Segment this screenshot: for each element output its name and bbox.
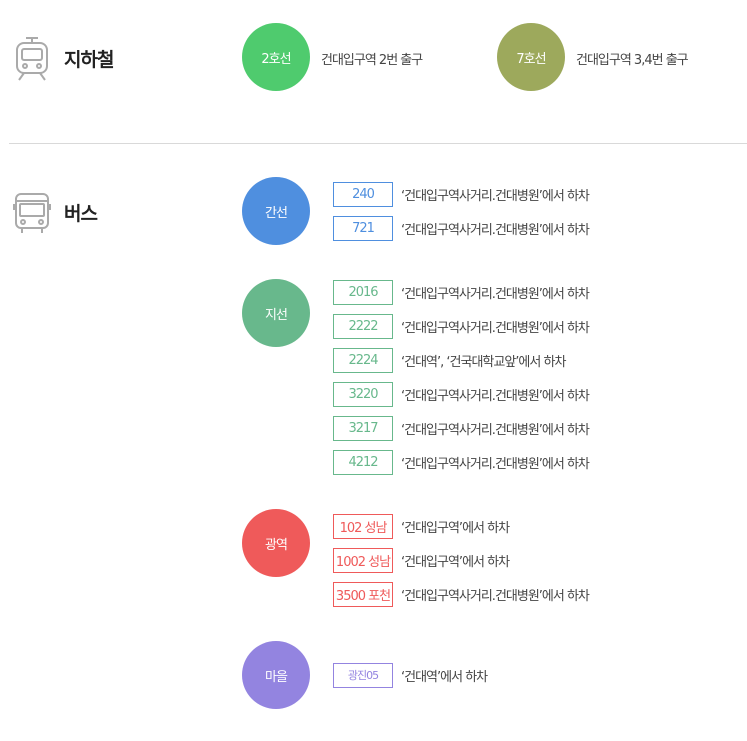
bus-route-row: 1002 성남 ‘건대입구역’에서 하차: [333, 547, 510, 573]
bus-route-stop: ‘건대입구역사거리.건대병원’에서 하차: [401, 188, 590, 204]
subway-line-2-badge: 2호선: [242, 23, 310, 91]
bus-route-stop: ‘건대입구역사거리.건대병원’에서 하차: [401, 422, 590, 438]
bus-route-number: 102 성남: [333, 513, 393, 539]
bus-route-stop: ‘건대입구역’에서 하차: [401, 554, 510, 570]
bus-route-stop: ‘건대입구역’에서 하차: [401, 520, 510, 536]
section-divider: [9, 143, 747, 144]
bus-route-row: 2016 ‘건대입구역사거리.건대병원’에서 하차: [333, 279, 590, 305]
bus-route-number: 2222: [333, 313, 393, 339]
bus-icon: [13, 193, 51, 233]
subway-section-title: 지하철: [12, 34, 114, 82]
bus-route-row: 2224 ‘건대역’, ‘건국대학교앞’에서 하차: [333, 347, 566, 373]
bus-route-number: 3217: [333, 415, 393, 441]
bus-route-row: 3220 ‘건대입구역사거리.건대병원’에서 하차: [333, 381, 590, 407]
bus-route-row: 721 ‘건대입구역사거리.건대병원’에서 하차: [333, 215, 590, 241]
bus-route-number: 3500 포천: [333, 581, 393, 607]
bus-type-village-badge: 마을: [242, 641, 310, 709]
bus-route-number: 2224: [333, 347, 393, 373]
bus-route-number: 4212: [333, 449, 393, 475]
bus-route-number: 2016: [333, 279, 393, 305]
bus-route-number: 3220: [333, 381, 393, 407]
subway-title: 지하철: [64, 48, 114, 71]
bus-section-title: 버스: [12, 188, 98, 236]
bus-route-number: 1002 성남: [333, 547, 393, 573]
bus-route-stop: ‘건대역’에서 하차: [401, 669, 488, 685]
bus-route-row: 2222 ‘건대입구역사거리.건대병원’에서 하차: [333, 313, 590, 339]
subway-line-7-exit: 건대입구역 3,4번 출구: [576, 53, 689, 68]
subway-train-icon: [16, 37, 48, 81]
bus-route-stop: ‘건대입구역사거리.건대병원’에서 하차: [401, 456, 590, 472]
bus-type-trunk-badge: 간선: [242, 177, 310, 245]
bus-route-number: 240: [333, 181, 393, 207]
bus-route-stop: ‘건대입구역사거리.건대병원’에서 하차: [401, 588, 590, 604]
subway-line-7-badge: 7호선: [497, 23, 565, 91]
bus-route-row: 광진05 ‘건대역’에서 하차: [333, 662, 488, 688]
bus-route-stop: ‘건대입구역사거리.건대병원’에서 하차: [401, 286, 590, 302]
bus-route-row: 102 성남 ‘건대입구역’에서 하차: [333, 513, 510, 539]
bus-route-row: 4212 ‘건대입구역사거리.건대병원’에서 하차: [333, 449, 590, 475]
bus-route-row: 240 ‘건대입구역사거리.건대병원’에서 하차: [333, 181, 590, 207]
subway-line-2-exit: 건대입구역 2번 출구: [321, 53, 423, 68]
bus-route-row: 3217 ‘건대입구역사거리.건대병원’에서 하차: [333, 415, 590, 441]
bus-route-row: 3500 포천 ‘건대입구역사거리.건대병원’에서 하차: [333, 581, 590, 607]
bus-route-stop: ‘건대입구역사거리.건대병원’에서 하차: [401, 320, 590, 336]
bus-title: 버스: [64, 202, 98, 225]
bus-route-stop: ‘건대입구역사거리.건대병원’에서 하차: [401, 222, 590, 238]
bus-route-number: 광진05: [333, 662, 393, 688]
bus-route-stop: ‘건대역’, ‘건국대학교앞’에서 하차: [401, 354, 566, 370]
bus-route-number: 721: [333, 215, 393, 241]
bus-type-express-badge: 광역: [242, 509, 310, 577]
bus-route-stop: ‘건대입구역사거리.건대병원’에서 하차: [401, 388, 590, 404]
bus-type-branch-badge: 지선: [242, 279, 310, 347]
